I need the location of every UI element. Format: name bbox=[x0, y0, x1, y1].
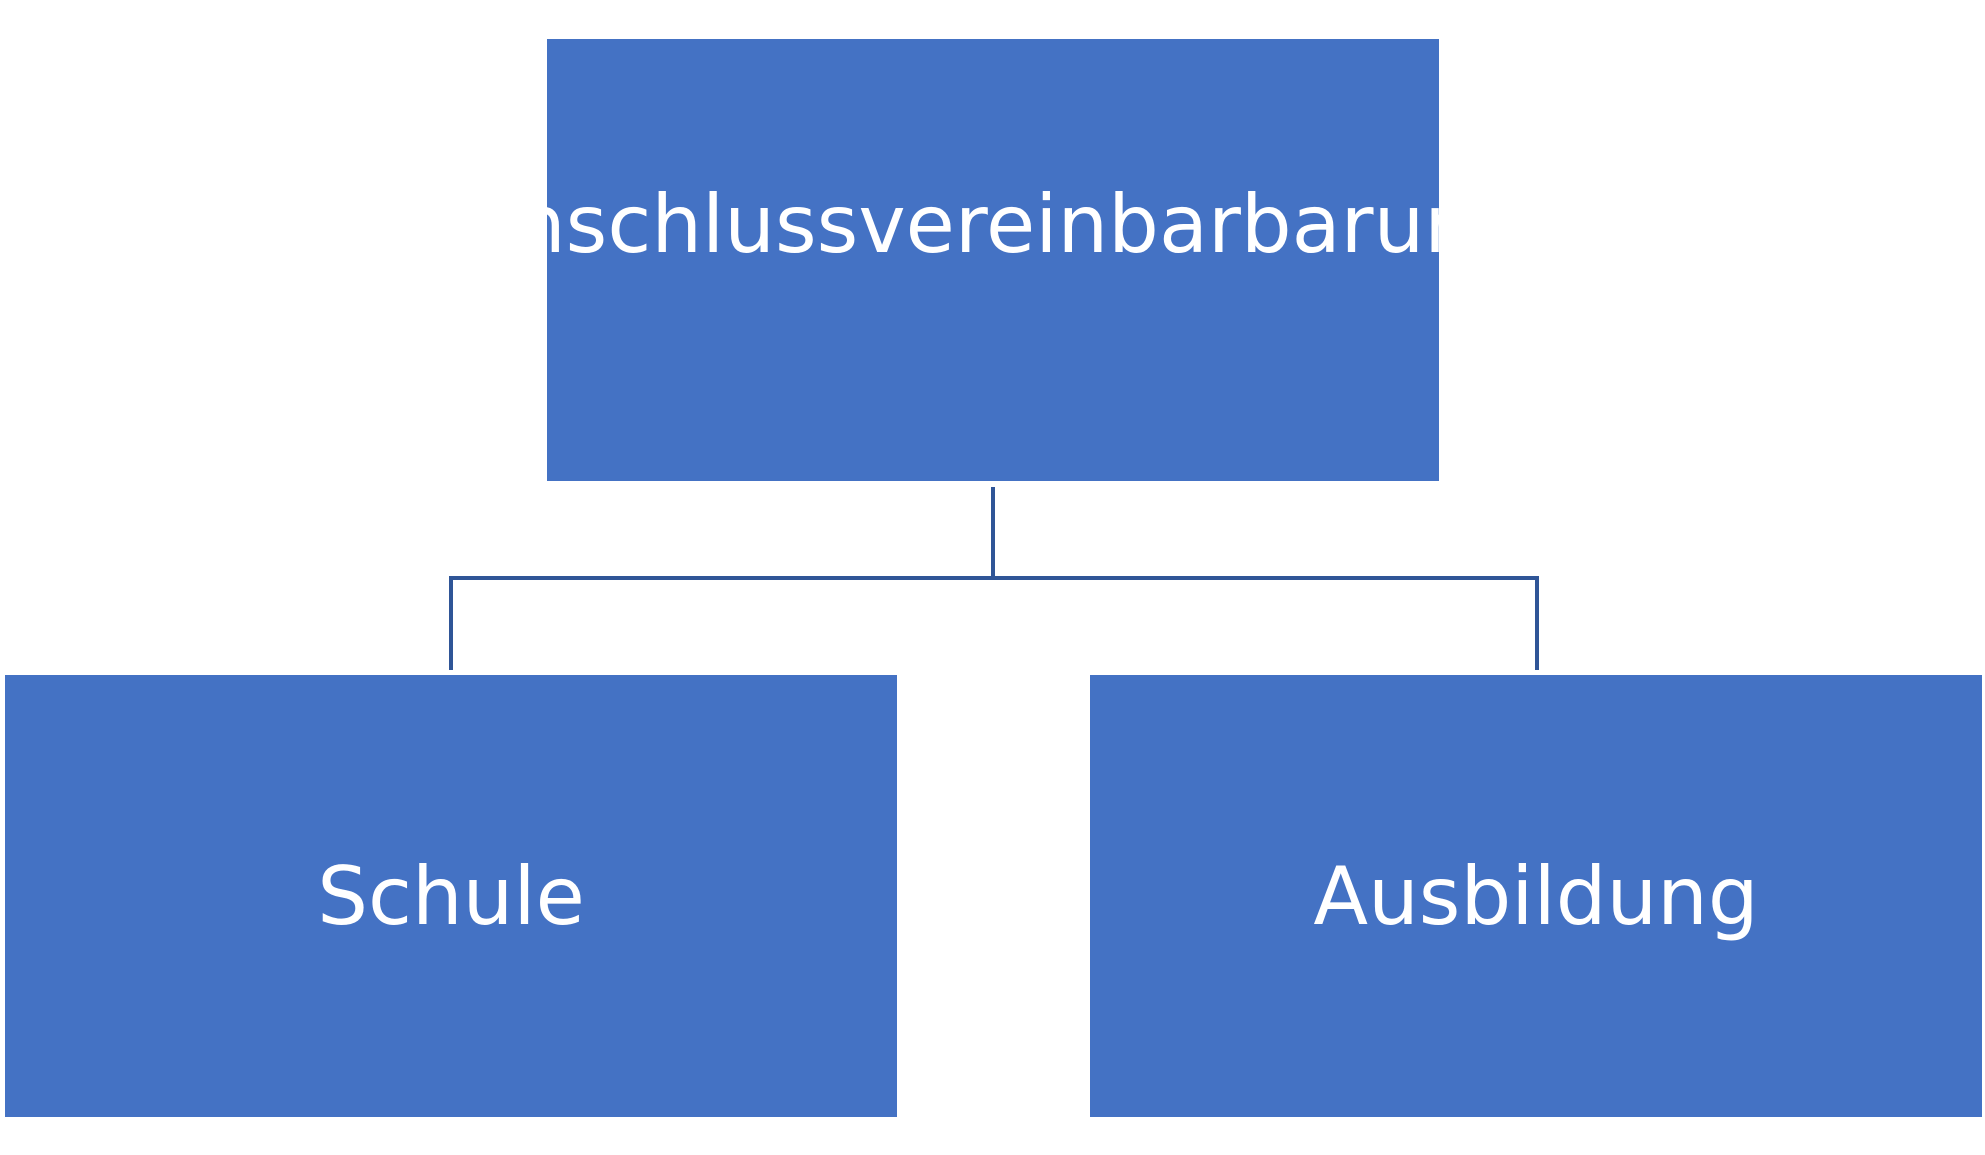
child-node-label: Schule bbox=[317, 849, 585, 943]
root-node-label: Anschlussvereinbarbarung bbox=[460, 177, 1526, 271]
child-node-ausbildung: Ausbildung bbox=[1090, 675, 1982, 1117]
child-node-schule: Schule bbox=[5, 675, 897, 1117]
root-node: Anschlussvereinbarbarung bbox=[460, 39, 1526, 481]
child-node-label: Ausbildung bbox=[1313, 849, 1759, 943]
